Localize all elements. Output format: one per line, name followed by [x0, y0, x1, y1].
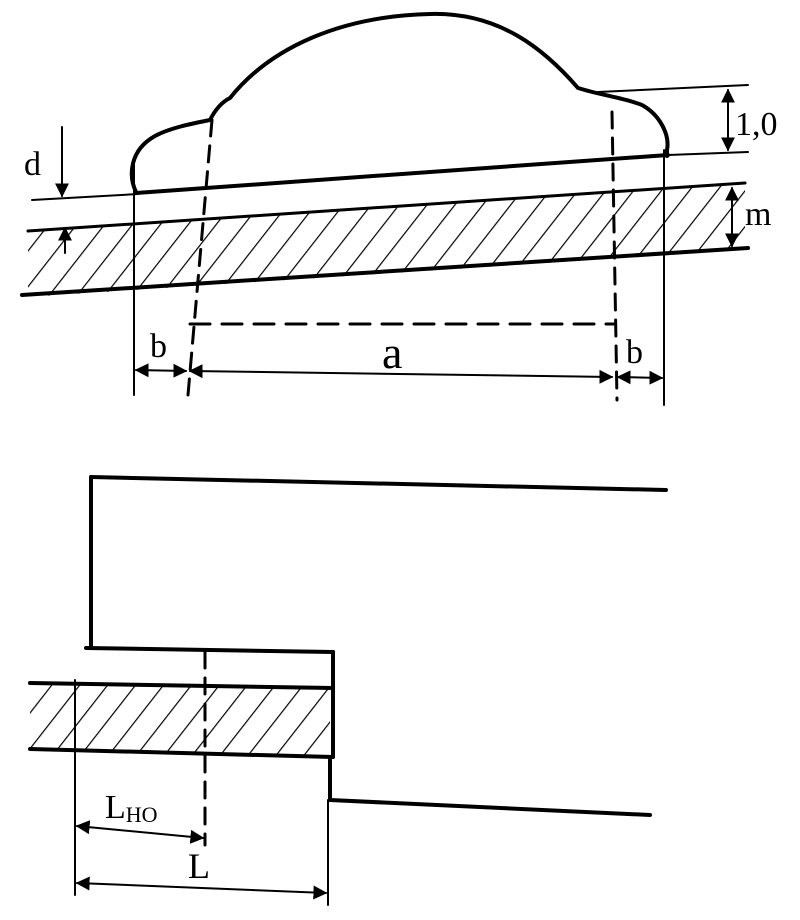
label-thickness: 1,0 [735, 106, 778, 143]
bottom-section-view: LHO L [28, 475, 668, 906]
inner-dashed-right [610, 110, 619, 402]
plate-top-edge [26, 181, 747, 233]
label-d: d [24, 146, 41, 183]
label-b-right: b [626, 334, 643, 371]
label-b-left: b [150, 328, 167, 365]
dim-l-ho [75, 820, 205, 844]
insert-top-edge [28, 681, 335, 690]
bottom-hatched-insert [30, 683, 330, 757]
housing-bottom-line [84, 646, 335, 654]
coating-base-line [134, 153, 670, 195]
dim-b-left [134, 363, 188, 378]
plate-bottom-edge [20, 246, 750, 297]
top-section-view: d 1,0 m b a b [20, 11, 778, 406]
thickness-ext-bottom [667, 151, 749, 156]
label-l: L [188, 846, 210, 886]
housing-top-line [89, 475, 668, 492]
top-hatched-plate [28, 183, 745, 297]
label-l-ho: LHO [105, 789, 158, 827]
label-m: m [745, 196, 771, 233]
dim-a [188, 364, 614, 384]
dim-b-right [616, 370, 664, 385]
inner-dashed-left [186, 118, 214, 397]
lower-housing-line [328, 798, 652, 817]
insert-bottom-edge [28, 747, 335, 759]
dim-l [75, 876, 328, 900]
upper-reference-line [31, 193, 139, 201]
deposit-outline [129, 11, 670, 194]
label-a: a [382, 327, 402, 378]
label-l-ho-subscript: HO [126, 802, 158, 827]
thickness-ext-top [597, 84, 749, 93]
